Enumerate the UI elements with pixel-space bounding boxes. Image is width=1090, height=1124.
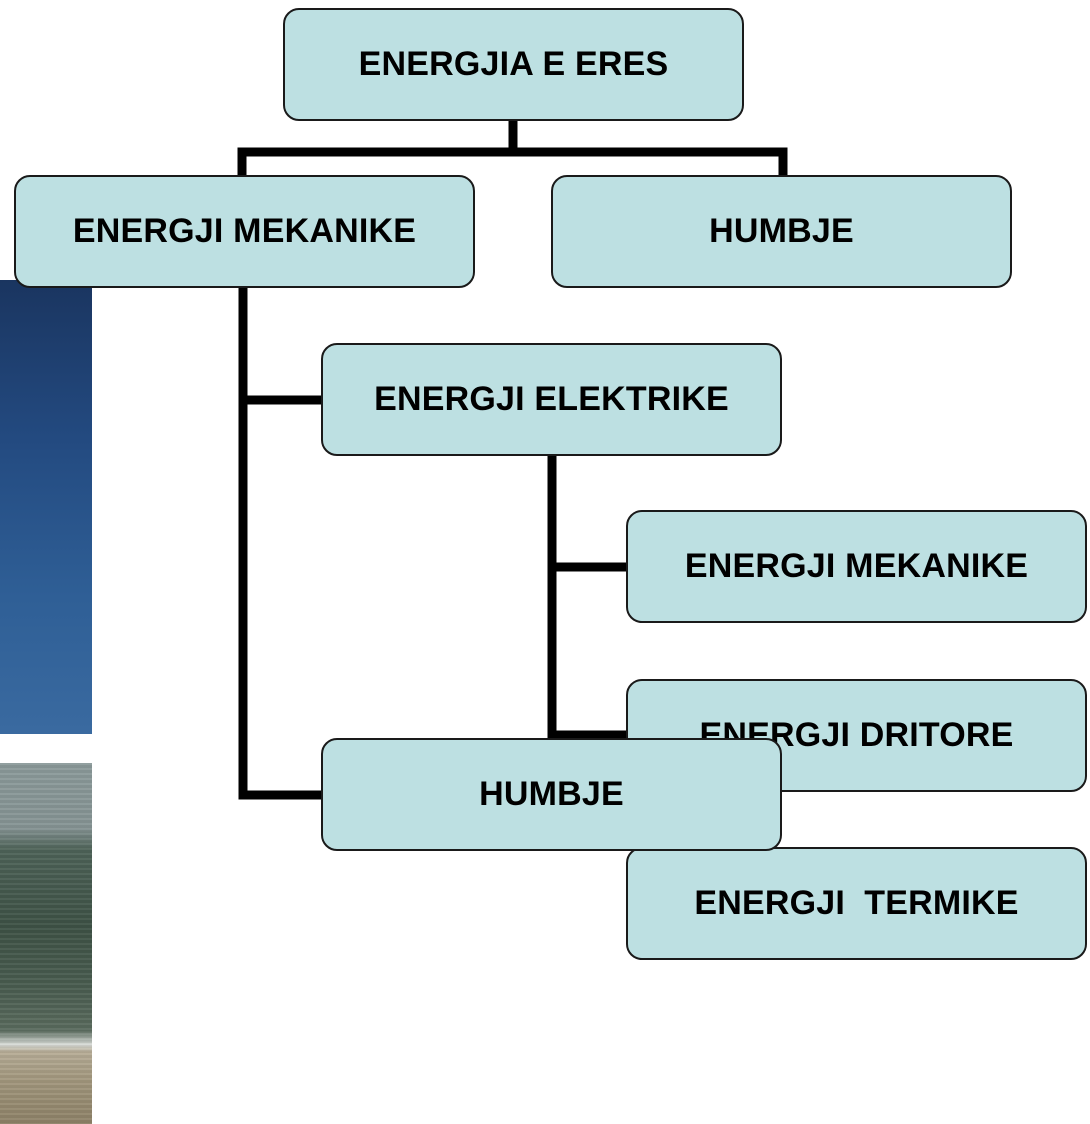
- thermal-energy-node: ENERGJI TERMIKE: [626, 847, 1087, 960]
- sky-photo-fragment: [0, 280, 92, 734]
- mechanical-energy-node: ENERGJI MEKANIKE: [14, 175, 475, 288]
- root-node: ENERGJIA E ERES: [283, 8, 744, 121]
- mechanical-energy-node-2: ENERGJI MEKANIKE: [626, 510, 1087, 623]
- loss-node-right: HUMBJE: [551, 175, 1012, 288]
- electrical-energy-node: ENERGJI ELEKTRIKE: [321, 343, 782, 456]
- beach-photo-fragment: [0, 763, 92, 1124]
- light-energy-node: ENERGJI DRITORE: [626, 679, 1087, 792]
- loss-node-bottom: HUMBJE: [321, 738, 782, 851]
